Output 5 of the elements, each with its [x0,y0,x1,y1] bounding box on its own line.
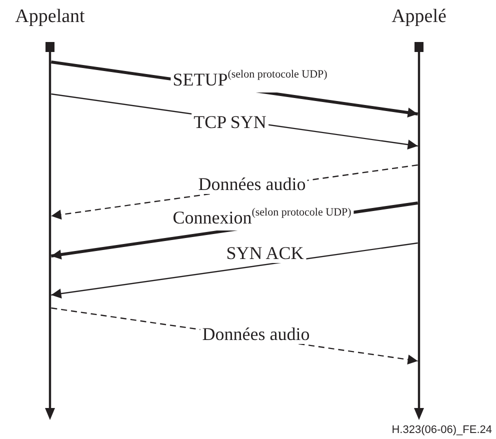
edge-label: SETUP$^{(selon protocole UDP)}$ [170,70,330,92]
participant-label: Appelant [15,6,85,28]
participant-label: Appelé [392,6,446,28]
edge-label: Connexion$^{(selon protocole UDP)}$ [170,208,354,230]
arrow [51,242,418,299]
